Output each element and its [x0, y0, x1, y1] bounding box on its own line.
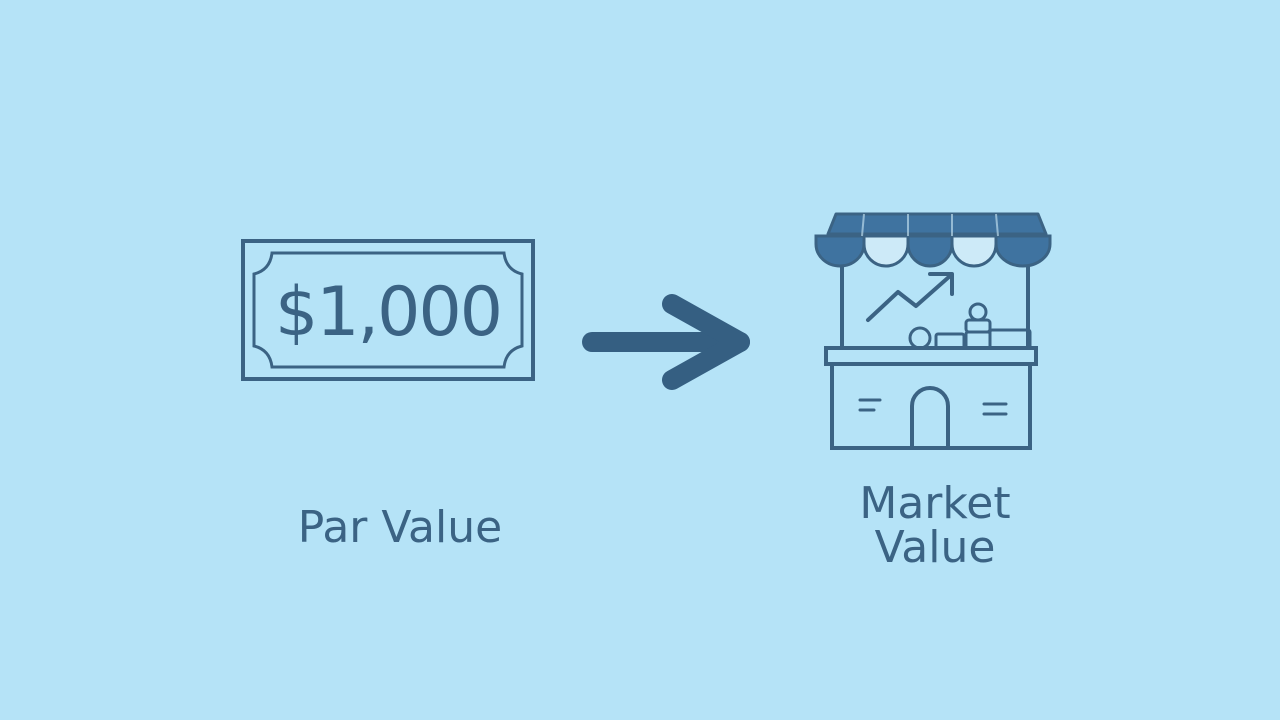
dollar-bill-icon: $1,000	[241, 239, 535, 381]
stall-counter	[824, 346, 1038, 366]
arrow-right-icon	[582, 294, 750, 390]
market-value-label: Market Value	[790, 482, 1080, 570]
bill-amount: $1,000	[275, 273, 501, 352]
bill-inner-frame	[252, 251, 524, 369]
coin-stack-icon	[908, 302, 1032, 350]
bill-outer-border	[241, 239, 535, 381]
stall-door	[910, 386, 950, 448]
market-stall-icon	[814, 212, 1052, 450]
trend-up-icon	[866, 274, 952, 322]
par-value-label: Par Value	[297, 502, 503, 553]
market-value-line2: Value	[874, 522, 996, 573]
market-value-line1: Market	[859, 478, 1011, 529]
stall-base	[830, 362, 1032, 450]
